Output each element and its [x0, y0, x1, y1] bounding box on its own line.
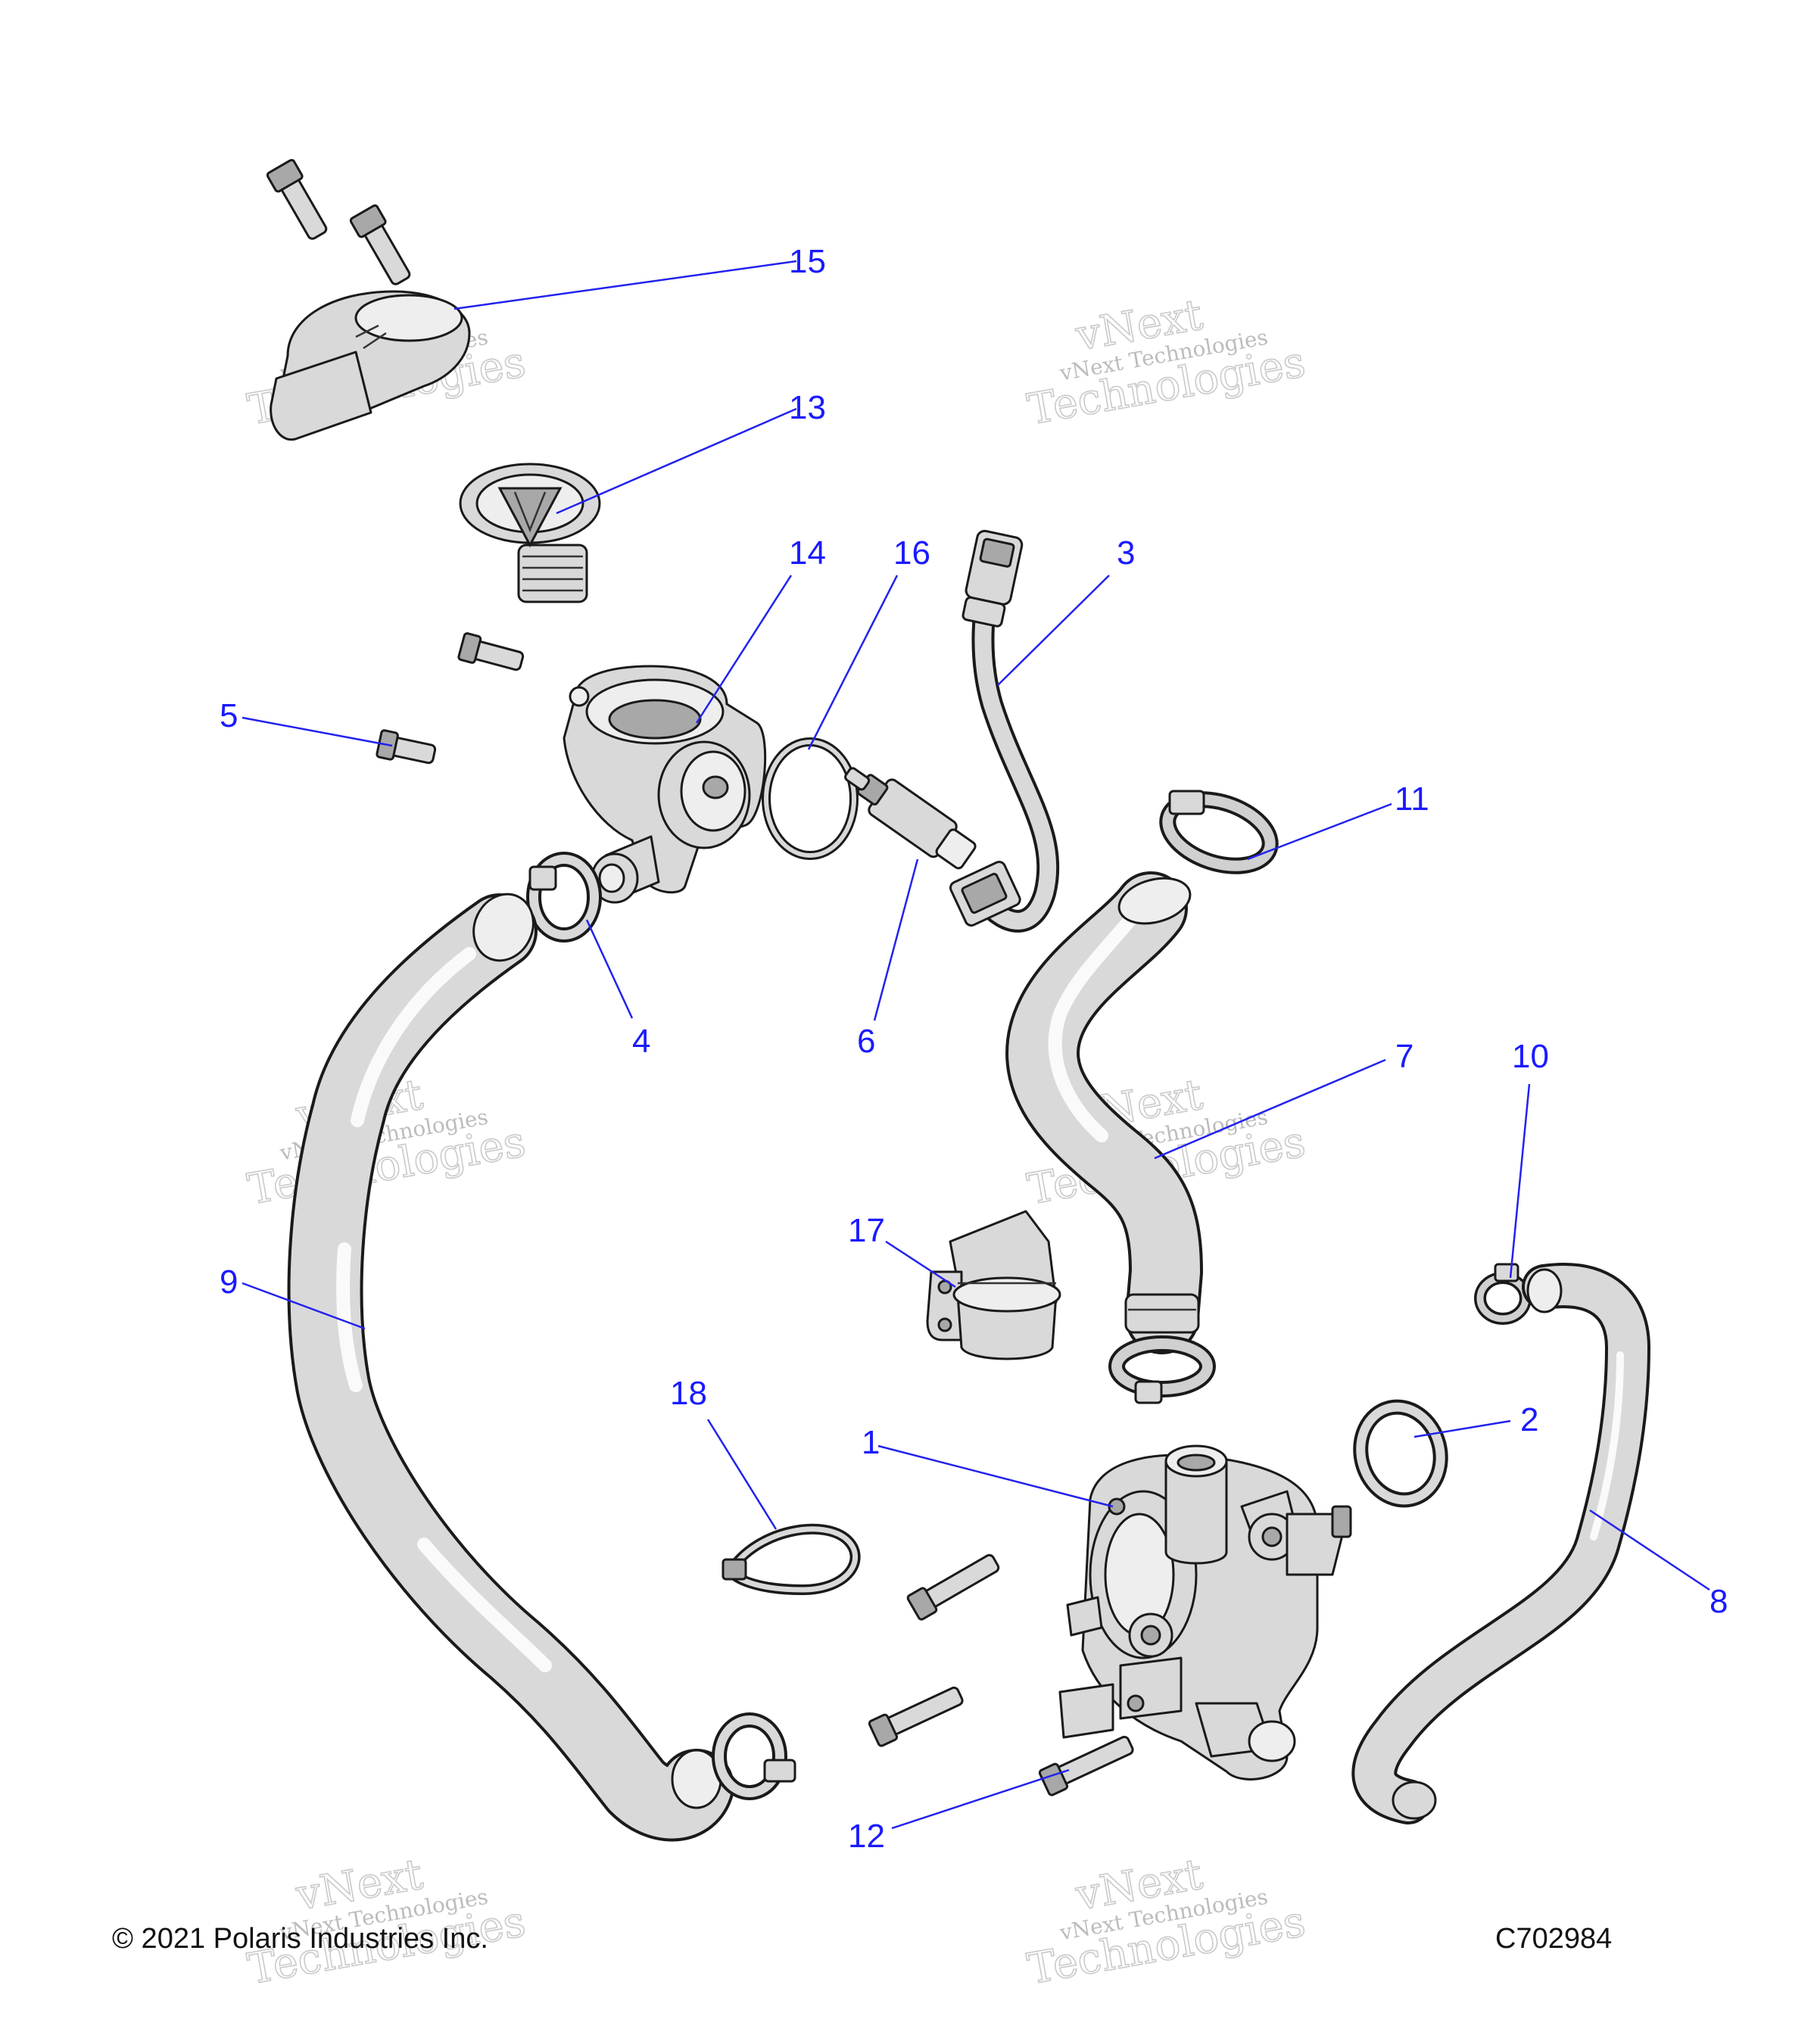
callout-15: 15: [789, 243, 826, 280]
part-18-cable-tie: [722, 1523, 861, 1596]
leader-1: [877, 1444, 1114, 1508]
part-10-clamp: [1474, 1263, 1532, 1325]
watermark-bottom-right: vNext Technologies vNext Technologies: [1024, 1849, 1310, 1995]
leader-10: [1509, 1083, 1531, 1279]
part-11-clamp: [1159, 790, 1279, 874]
leader-16: [807, 575, 899, 750]
bolt-top-2: [349, 204, 411, 285]
figure-code: C702984: [1495, 1923, 1612, 1955]
callout-16: 16: [893, 534, 930, 572]
hose-clamp-lower: [1108, 1335, 1216, 1404]
part-7-hose: [1005, 871, 1203, 1354]
part-3-wire-harness: [949, 529, 1060, 933]
watermark-top-right: vNext Technologies vNext Technologies: [1024, 290, 1310, 435]
callout-12: 12: [848, 1818, 885, 1855]
leader-6: [873, 858, 919, 1021]
leader-9: [242, 1282, 366, 1330]
callout-17: 17: [848, 1212, 885, 1249]
leader-5: [242, 716, 393, 747]
leader-14: [695, 575, 793, 724]
leader-12: [891, 1768, 1070, 1830]
bolt-top-1: [266, 158, 328, 240]
part-12-bolts: [868, 1553, 1134, 1796]
callout-13: 13: [789, 389, 826, 426]
leader-7: [1154, 1058, 1386, 1160]
part-17-elbow-fitting: [926, 1210, 1061, 1360]
part-2-gasket: [1353, 1399, 1448, 1508]
leader-17: [885, 1240, 956, 1288]
watermark-bottom-left: vNext Technologies vNext Technologies: [244, 1849, 530, 1995]
leader-4: [585, 919, 634, 1019]
callout-4: 4: [632, 1023, 650, 1060]
part-9-hose: [287, 893, 734, 1842]
leader-18: [706, 1419, 778, 1530]
hose-clamp-bottom-left: [712, 1712, 796, 1800]
callout-2: 2: [1520, 1401, 1538, 1438]
callout-6: 6: [857, 1023, 875, 1060]
callout-7: 7: [1395, 1038, 1413, 1075]
part-8-hose: [1351, 1263, 1650, 1824]
part-16-o-ring: [762, 737, 859, 860]
leader-8: [1589, 1509, 1710, 1591]
part-4-clamp: [526, 852, 602, 943]
part-13-thermostat: [459, 463, 601, 603]
part-14-thermostat-housing: [563, 665, 767, 904]
callout-10: 10: [1512, 1038, 1549, 1075]
callout-9: 9: [220, 1263, 238, 1301]
leader-13: [556, 407, 797, 515]
callout-14: 14: [789, 534, 826, 572]
callout-3: 3: [1117, 534, 1135, 572]
callout-11: 11: [1395, 781, 1429, 818]
leader-lines: [242, 260, 1710, 1830]
callout-labels: 15 13 14 16 3 5 11 4 6 7 10 17 9 18 2 1 …: [220, 243, 1728, 1855]
callout-1: 1: [862, 1424, 880, 1461]
callout-18: 18: [670, 1375, 707, 1412]
part-1-water-pump: [1058, 1444, 1352, 1781]
part-6-temp-sensor: [844, 767, 977, 870]
leader-3: [997, 575, 1110, 686]
callout-5: 5: [220, 697, 238, 734]
part-5-bolts: [376, 632, 525, 765]
callout-8: 8: [1709, 1583, 1728, 1620]
part-15-thermostat-cover: [266, 158, 471, 441]
copyright-text: © 2021 Polaris Industries Inc.: [112, 1923, 488, 1955]
leader-15: [453, 260, 797, 310]
leader-11: [1247, 802, 1392, 861]
leader-2: [1413, 1419, 1511, 1438]
